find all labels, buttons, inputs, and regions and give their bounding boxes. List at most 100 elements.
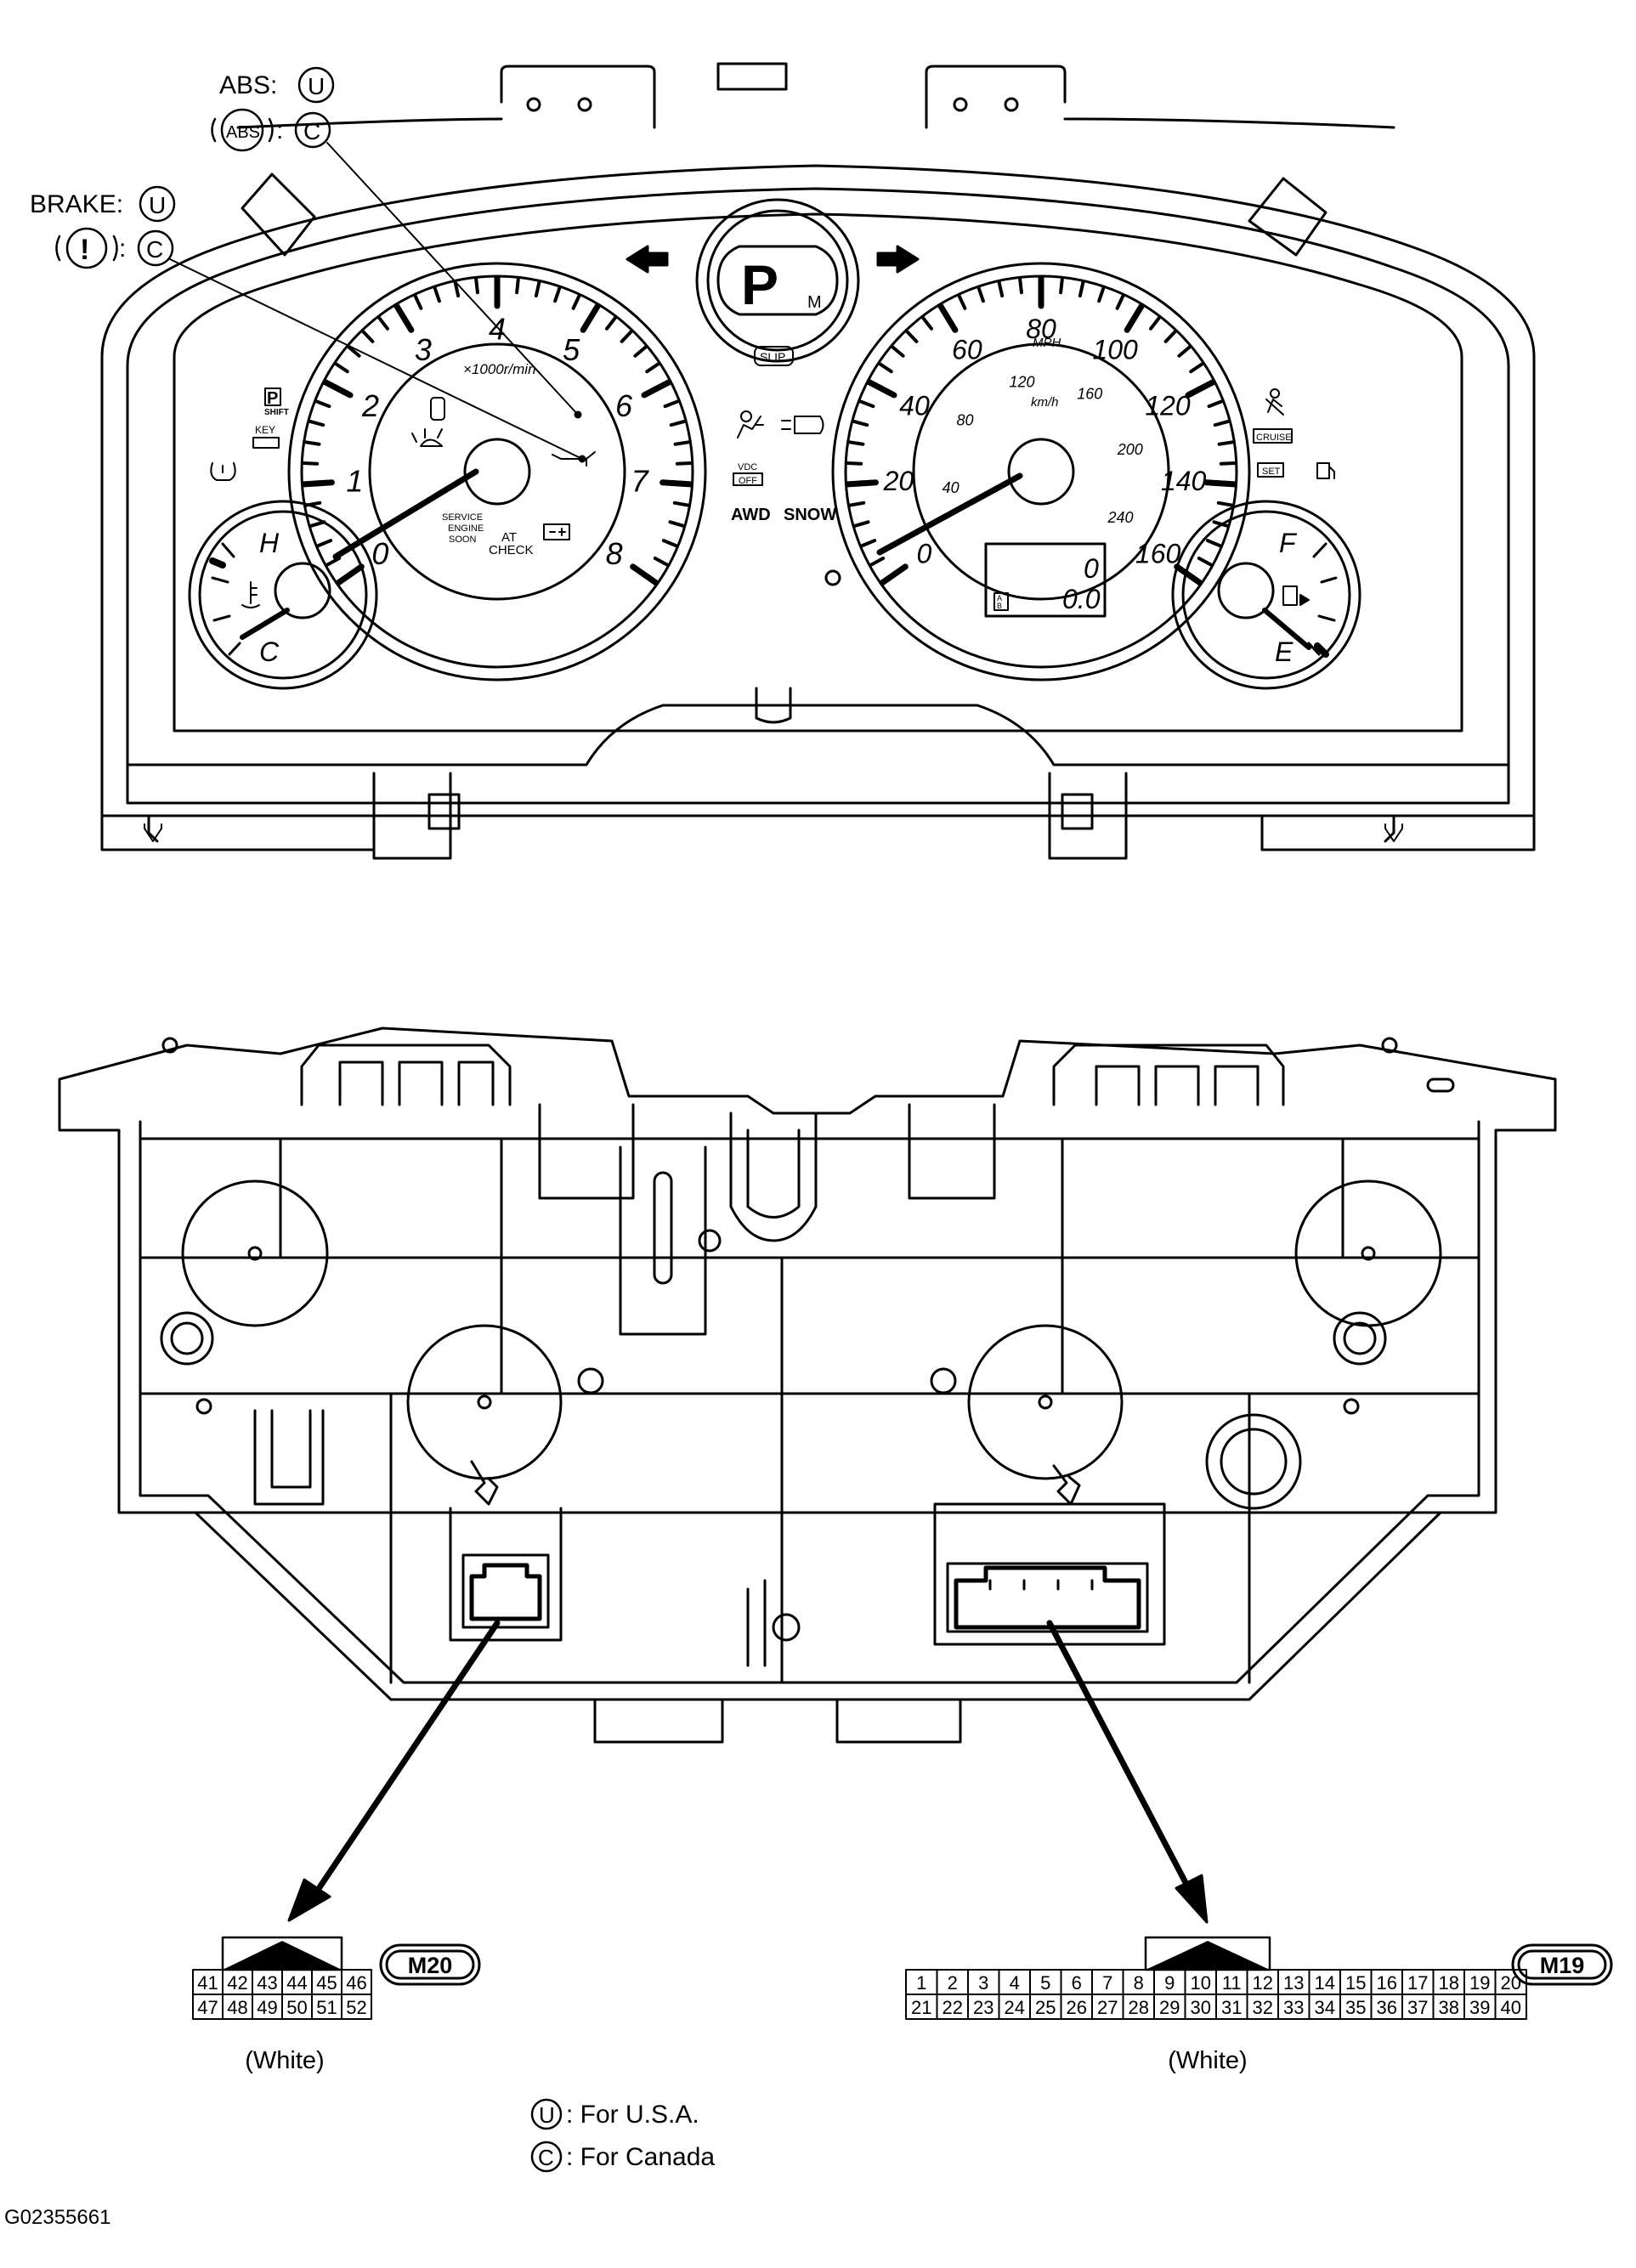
tachometer-tick [433,286,441,303]
temperature-gauge: H C [188,500,378,690]
tachometer-tick [534,280,541,298]
speedometer-number: 80 [1026,314,1056,344]
legend-canada-text: : For Canada [566,2143,715,2171]
speedometer-tick [879,563,909,586]
tachometer-number: 3 [415,332,432,367]
gear-indicator: P [741,253,778,316]
pin-number: 17 [1407,1972,1428,1994]
pin-number: 14 [1315,1972,1335,1994]
speedometer-tick [1059,277,1064,295]
legend: U : For U.S.A. C : For Canada [530,2098,715,2173]
right-turn-icon [876,245,920,274]
fuel-empty-label: E [1275,636,1294,667]
gear-mode: M [807,293,822,312]
pin-number: 16 [1377,1972,1397,1994]
brake-symbol-circle [65,227,108,269]
speedometer-tick [1163,330,1177,343]
speedometer-tick [937,303,959,333]
tachometer-tick [571,294,581,310]
m20-lock-arrow [223,1941,342,1970]
tachometer-tick [413,294,423,310]
mph-label: MPH [1033,336,1061,350]
tachometer-tick [377,316,389,331]
tachometer-tick [302,461,320,466]
temperature-hot-label: H [259,528,280,558]
tachometer-tick [515,277,520,295]
service-engine-soon-line3: SOON [449,534,476,545]
tachometer-tick [393,303,415,333]
washer-icon [411,428,443,447]
m20-connector-id: M20 [408,1953,453,1978]
speedometer-number: 120 [1145,391,1191,421]
tachometer-tick [303,440,321,446]
speedometer-tick [921,316,933,331]
pin-number: 20 [1501,1972,1521,1994]
key-icon [252,437,280,449]
pin-number: 3 [978,1972,988,1994]
speedometer-tick [1205,539,1222,548]
pin-number: 35 [1345,1997,1366,2018]
headlight-icon [781,416,824,434]
gear-display: P M SLIP [695,198,860,366]
trip-value: 0.0 [1062,584,1101,614]
door-open-icon [430,397,445,421]
pin-number: 51 [316,1997,337,2018]
speedometer-number: 20 [883,466,914,496]
pin-number: 23 [973,1997,993,2018]
m19-connector-id: M19 [1540,1953,1585,1978]
tachometer-number: 7 [631,464,650,499]
m19-connector-housing [933,1464,1166,1646]
tachometer-tick [316,539,333,548]
tachometer-tick [580,303,601,333]
pin-number: 36 [1377,1997,1397,2018]
vdc-label: VDC [738,462,757,472]
kmh-label: km/h [1031,395,1059,410]
pin-number: 26 [1067,1997,1087,2018]
tachometer-tick [335,563,365,586]
shift-label: SHIFT [264,408,289,417]
tachometer-number: 8 [606,536,623,571]
speedometer-tick [1177,345,1192,358]
pin-number: 38 [1439,1997,1459,2018]
slip-indicator: SLIP [760,350,785,364]
pin-number: 33 [1283,1997,1304,2018]
tachometer-tick [673,440,691,446]
trip-ab-box [993,592,1009,611]
speedometer-tick [847,440,865,446]
abs-symbol-colon: : [276,116,283,144]
shift-p-letter: P [267,389,278,408]
speedometer-tick [891,345,905,358]
speedometer-tick [846,461,863,466]
pin-number: 46 [346,1972,366,1994]
tachometer-tick [668,520,685,528]
tire-pressure-icon [210,462,236,481]
tachometer-tick [630,563,659,586]
speedometer-tick [1189,362,1204,374]
speedometer-number: 160 [1135,539,1181,569]
speedometer-tick [1018,277,1023,295]
pin-number: 9 [1164,1972,1175,1994]
set-indicator: SET [1262,467,1281,477]
pin-cell [341,1994,372,2020]
tachometer-tick [663,399,680,409]
pin-number: 4 [1010,1972,1020,1994]
pin-number: 24 [1005,1997,1025,2018]
m19-color-label: (White) [1168,2047,1247,2074]
speedometer-tick [1097,286,1106,303]
m20-badge-outer [379,1943,481,1986]
tachometer-tick [641,379,672,399]
speedometer-tick [1216,501,1234,507]
tachometer-tick [633,345,648,358]
usa-marker-abs-letter: U [308,73,325,99]
speedometer-tick [869,556,886,567]
speedometer-tick [1197,556,1213,567]
speedometer-tick [858,399,875,409]
canada-marker-brake [137,229,174,267]
speedometer-number: 0 [916,539,931,569]
kmh-number: 120 [1010,373,1035,390]
tachometer-tick [322,379,354,399]
pin-number: 8 [1134,1972,1144,1994]
tachometer-tick [661,539,678,548]
